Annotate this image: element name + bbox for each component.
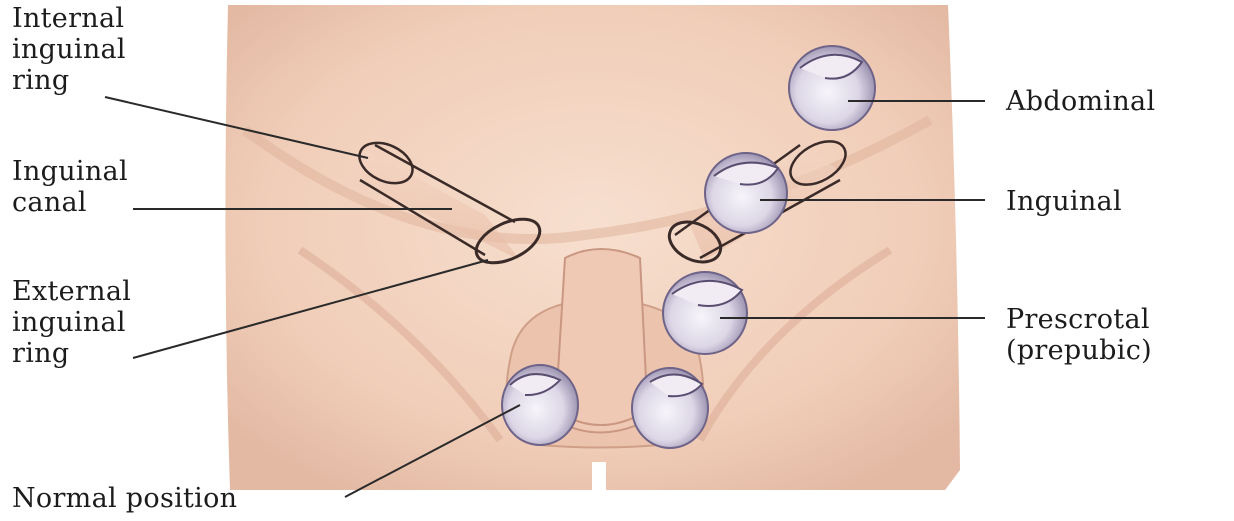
label-prescrotal: Prescrotal (prepubic) <box>1006 304 1152 366</box>
testis-abdominal <box>789 46 875 130</box>
label-abdominal: Abdominal <box>1006 86 1155 117</box>
testis-prescrotal <box>663 272 747 354</box>
testis-normal-right <box>632 368 708 448</box>
label-normal-position: Normal position <box>12 483 237 514</box>
label-internal-inguinal-ring: Internal inguinal ring <box>12 3 126 96</box>
label-external-inguinal-ring: External inguinal ring <box>12 276 131 369</box>
bottom-notch <box>592 462 606 490</box>
label-inguinal-canal: Inguinal canal <box>12 156 128 218</box>
label-inguinal: Inguinal <box>1006 186 1122 217</box>
testis-normal-left <box>502 365 578 445</box>
testis-inguinal <box>705 153 787 233</box>
